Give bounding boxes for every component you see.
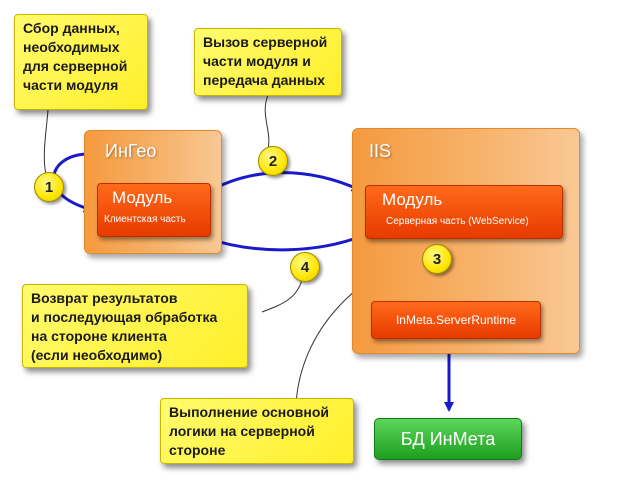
- note-line: Сбор данных,: [23, 20, 120, 36]
- step-badge-3: 3: [422, 244, 452, 274]
- client-module-name: Модуль: [112, 188, 173, 207]
- callout-line-4: [261, 279, 303, 313]
- note-line: передача данных: [203, 72, 326, 88]
- step-badge-1: 1: [34, 172, 64, 202]
- note-line: (если необходимо): [31, 347, 163, 363]
- note-line: для серверной: [23, 58, 128, 74]
- note-line: и последующая обработка: [31, 309, 218, 325]
- note-line: необходимых: [23, 39, 120, 55]
- server-module-sub: Серверная часть (WebService): [386, 216, 529, 227]
- note-line: Возврат результатов: [31, 290, 178, 306]
- client-module-sub: Клиентская часть: [104, 214, 186, 225]
- arrow-2: [207, 171, 362, 194]
- note-line: части модуля: [23, 77, 119, 93]
- server-module: Модуль Серверная часть (WebService): [365, 185, 563, 239]
- server-module-name: Модуль: [382, 190, 443, 209]
- note-line: логики на серверной: [169, 423, 315, 439]
- server-runtime: InMeta.ServerRuntime: [371, 301, 541, 339]
- note-line: стороне: [169, 442, 226, 458]
- step-badge-4: 4: [290, 252, 320, 282]
- server-container: IIS Модуль Серверная часть (WebService) …: [352, 128, 580, 354]
- client-container: ИнГео Модуль Клиентская часть: [84, 130, 222, 254]
- note-return-results: Возврат результатов и последующая обрабо…: [22, 284, 248, 368]
- arrow-4: [204, 234, 363, 252]
- note-line: Вызов серверной: [203, 34, 328, 50]
- note-line: на стороне клиента: [31, 328, 167, 344]
- note-line: Выполнение основной: [169, 404, 329, 420]
- database-box: БД ИнМета: [374, 418, 522, 460]
- note-server-logic: Выполнение основной логики на серверной …: [160, 398, 354, 464]
- note-collect-data: Сбор данных, необходимых для серверной ч…: [14, 14, 148, 110]
- client-title: ИнГео: [105, 141, 157, 161]
- server-title: IIS: [369, 141, 392, 161]
- client-module: Модуль Клиентская часть: [97, 183, 211, 237]
- step-badge-2: 2: [258, 146, 288, 176]
- note-call-server: Вызов серверной части модуля и передача …: [194, 28, 342, 96]
- note-line: части модуля и: [203, 53, 311, 69]
- callout-line-1: [43, 109, 49, 176]
- callout-line-2: [264, 94, 270, 151]
